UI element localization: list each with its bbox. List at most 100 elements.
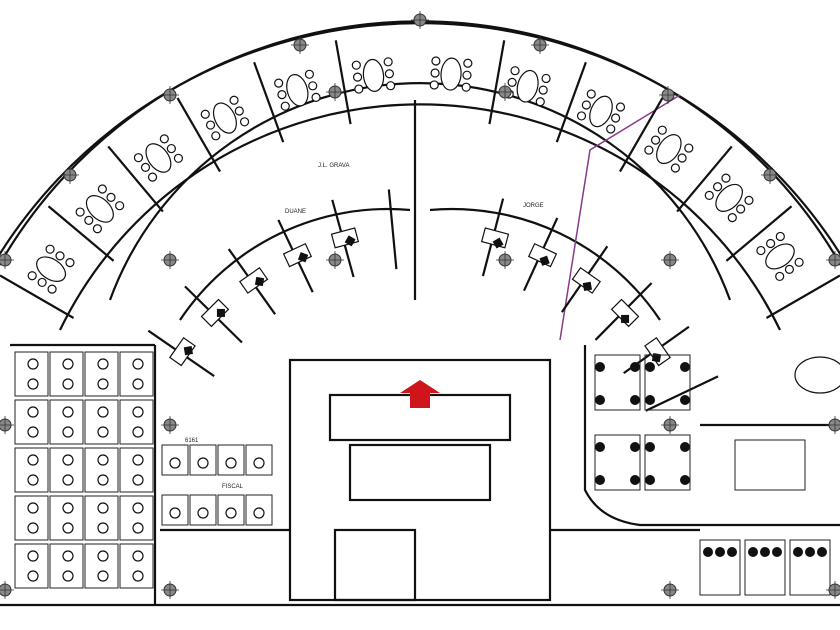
chair — [97, 358, 109, 370]
chair — [132, 502, 144, 514]
chair — [615, 102, 626, 112]
chair — [461, 82, 471, 92]
desk — [644, 336, 672, 367]
chair — [45, 244, 55, 254]
cubicle — [14, 351, 49, 397]
chair — [200, 109, 210, 119]
chair — [576, 111, 587, 121]
partition — [107, 145, 164, 213]
workstation — [644, 354, 691, 411]
cubicle — [84, 495, 119, 541]
cubicle — [245, 444, 273, 476]
partition — [645, 375, 719, 412]
chair — [727, 547, 737, 557]
chair — [92, 224, 103, 234]
chair — [97, 406, 109, 418]
table — [440, 57, 462, 91]
chair — [581, 100, 591, 110]
chair — [775, 271, 785, 282]
chair — [383, 57, 393, 67]
chair — [211, 131, 221, 141]
chair — [541, 73, 551, 84]
room-number: 6161 — [185, 438, 199, 444]
chair — [721, 173, 731, 183]
chair — [183, 345, 193, 356]
chair — [27, 378, 39, 390]
chair — [274, 78, 284, 88]
table — [656, 134, 682, 165]
chair — [630, 395, 640, 405]
chair — [462, 70, 472, 80]
chair — [621, 314, 630, 323]
partition — [676, 145, 733, 213]
workstation — [594, 434, 641, 491]
chair — [27, 358, 39, 370]
desk — [168, 336, 196, 367]
cubicle — [84, 351, 119, 397]
workstation — [644, 434, 691, 491]
chair — [630, 475, 640, 485]
chair — [586, 89, 596, 99]
chair — [817, 547, 827, 557]
chair — [205, 120, 216, 130]
chair — [62, 502, 74, 514]
chair — [492, 237, 504, 249]
cubicle — [119, 399, 154, 445]
chair — [62, 570, 74, 582]
chair — [680, 475, 690, 485]
chair — [703, 547, 713, 557]
chair — [680, 395, 690, 405]
office-label: JORGE — [523, 203, 544, 209]
partition — [387, 189, 398, 270]
core — [288, 358, 552, 602]
columns — [0, 11, 840, 599]
chair — [670, 163, 680, 173]
chair — [595, 475, 605, 485]
chair — [27, 474, 39, 486]
chair — [677, 153, 687, 163]
desk — [282, 242, 313, 268]
stair — [333, 528, 417, 602]
desk — [527, 242, 558, 268]
conference-table — [794, 356, 840, 394]
cubicle — [49, 543, 84, 589]
chair — [62, 522, 74, 534]
chair — [115, 201, 125, 211]
chair — [304, 69, 315, 79]
chair — [159, 134, 169, 144]
workstation — [734, 439, 806, 491]
chair — [645, 442, 655, 452]
chair — [727, 213, 737, 223]
wall — [583, 345, 840, 527]
chair — [793, 547, 803, 557]
chair — [75, 207, 85, 217]
chair — [97, 502, 109, 514]
cubicle — [84, 543, 119, 589]
chair — [225, 507, 237, 519]
chair — [62, 550, 74, 562]
table — [765, 243, 795, 270]
chair — [684, 143, 694, 153]
chair — [97, 184, 107, 194]
table — [85, 195, 114, 223]
chair — [62, 426, 74, 438]
accent-wall — [559, 94, 681, 341]
chair — [62, 474, 74, 486]
cubicle — [189, 444, 217, 476]
chair — [132, 378, 144, 390]
chair — [430, 68, 440, 78]
desk — [610, 298, 640, 328]
chair — [132, 426, 144, 438]
chair — [431, 56, 441, 66]
cubicle — [119, 495, 154, 541]
chair — [630, 442, 640, 452]
chair — [354, 84, 364, 94]
inner-office-ring — [108, 82, 732, 301]
partition — [765, 274, 840, 319]
chair — [713, 182, 723, 192]
chair — [106, 192, 116, 202]
workstation — [744, 539, 786, 596]
chair — [535, 97, 545, 107]
table — [36, 256, 67, 282]
